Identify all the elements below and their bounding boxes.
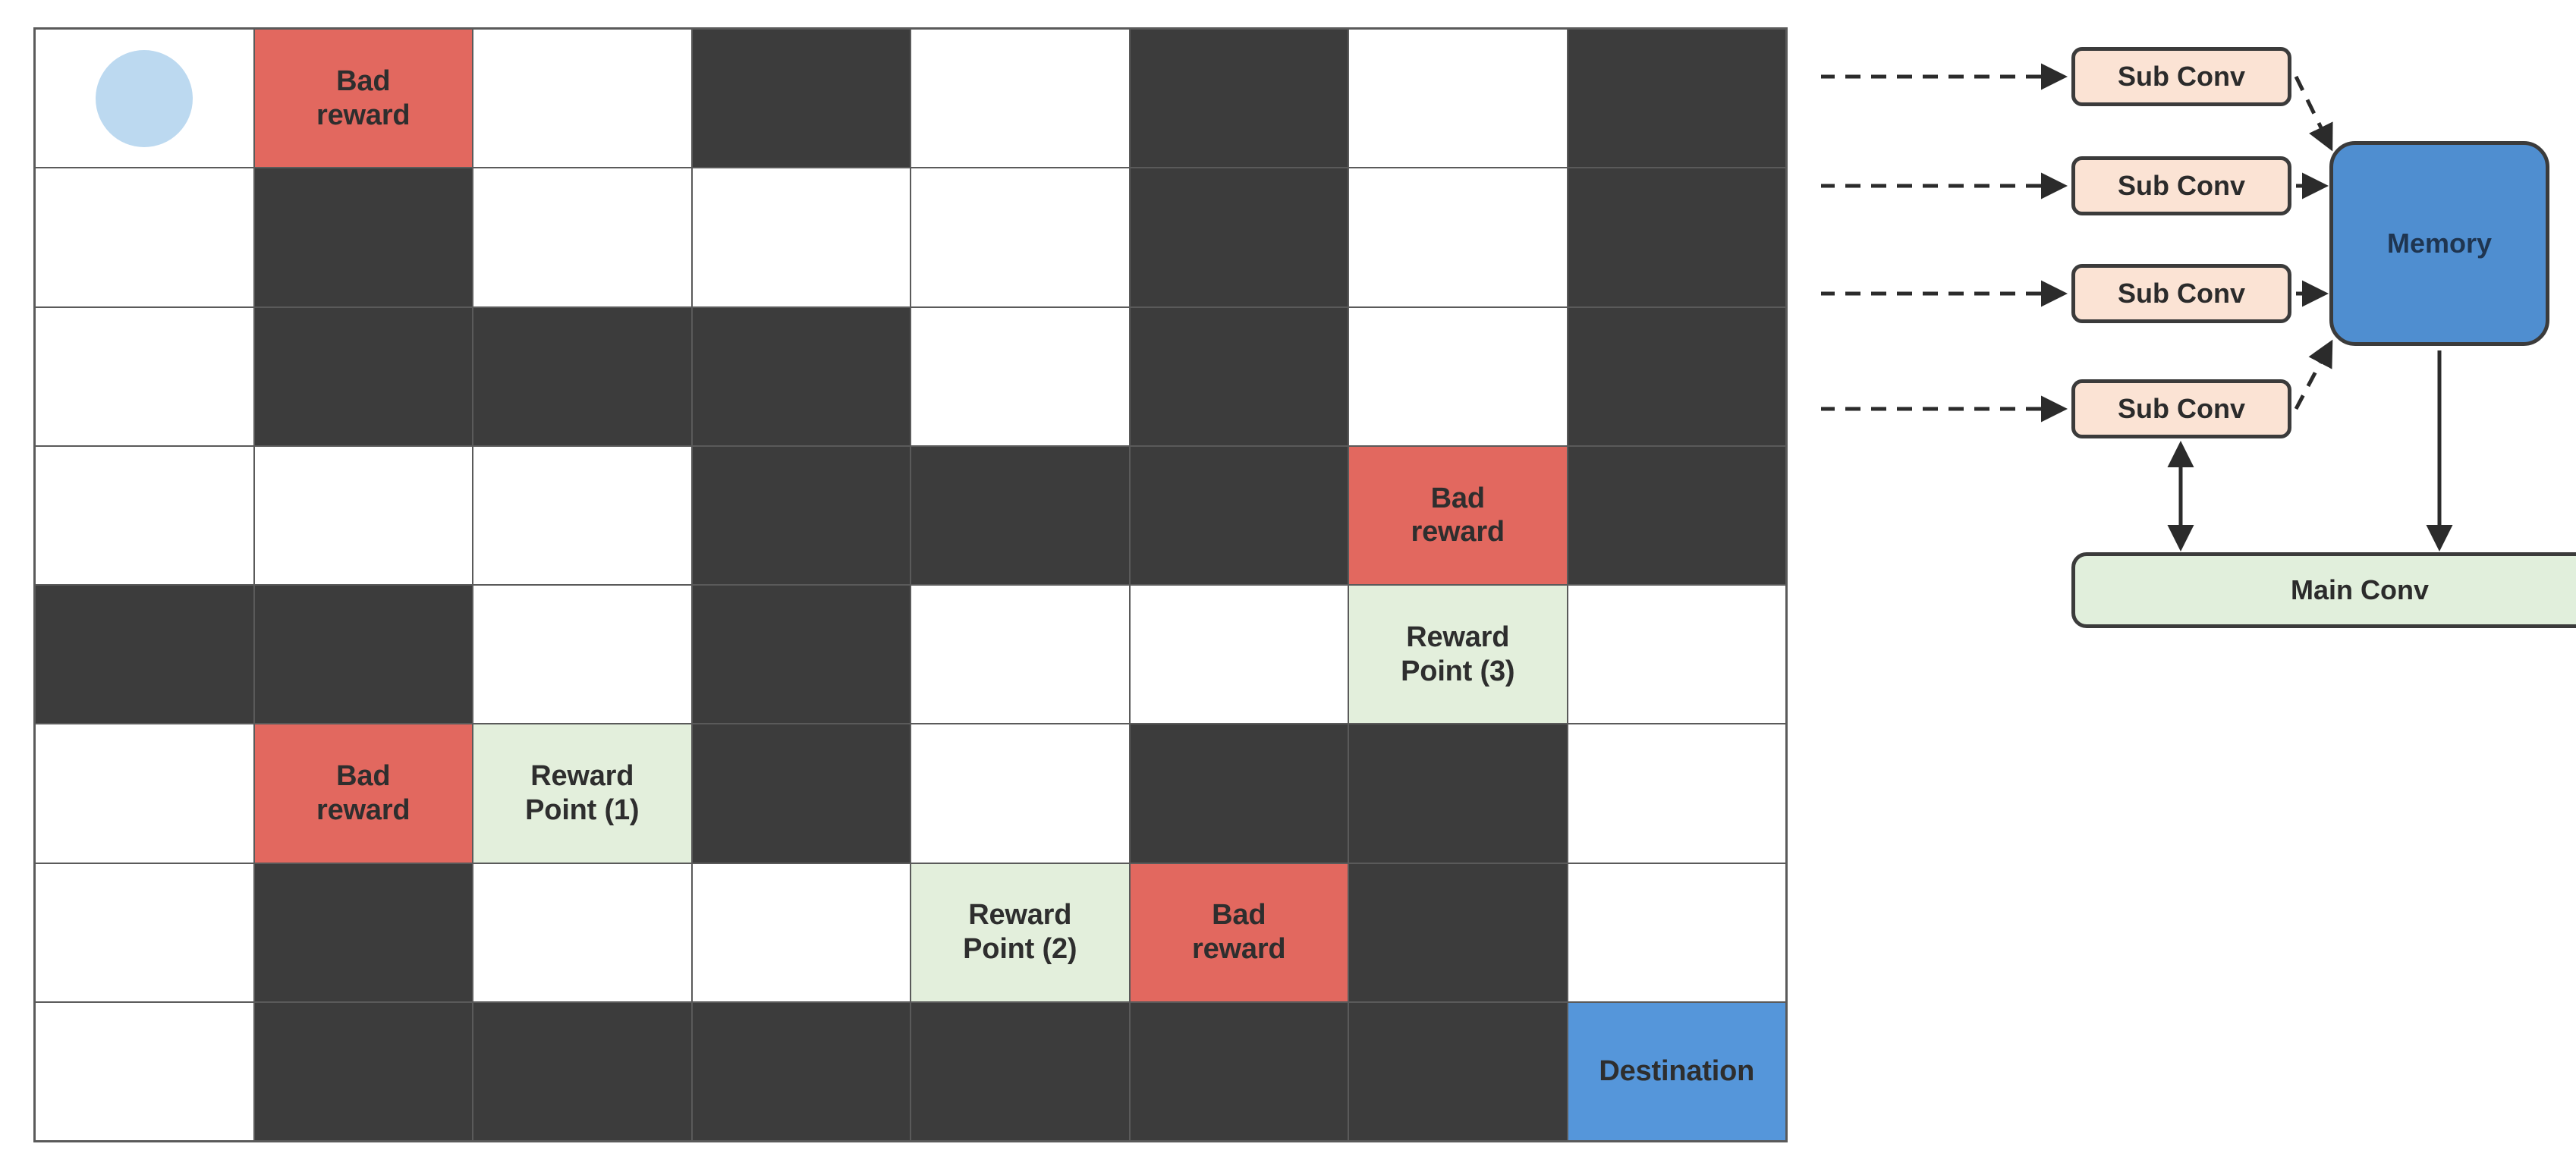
edge-subconv1-memory (2294, 75, 2333, 152)
grid-cell (692, 307, 910, 445)
node-memory-label: Memory (2386, 228, 2493, 259)
node-main-conv-label: Main Conv (2290, 574, 2429, 605)
grid-cell: Reward Point (3) (1349, 586, 1567, 724)
grid-cell (36, 1002, 253, 1140)
agent-marker-icon (96, 49, 193, 147)
edge-grid-to-subconv-group (1821, 63, 2068, 423)
node-sub-conv-3-label: Sub Conv (2118, 278, 2245, 309)
grid-cell (473, 168, 691, 306)
edge-subconv4-memory (2294, 339, 2333, 410)
grid-cell (36, 863, 253, 1001)
grid-cell (36, 724, 253, 863)
grid-cell: Reward Point (1) (473, 724, 691, 863)
grid-cell-label: Destination (1599, 1054, 1755, 1087)
grid-cell (1130, 30, 1348, 168)
grid-cell (473, 586, 691, 724)
grid-cell (1568, 863, 1785, 1001)
grid-cell (1349, 724, 1567, 863)
grid-cell (1130, 1002, 1348, 1140)
grid-cell: Destination (1568, 1002, 1785, 1140)
grid-cell (473, 863, 691, 1001)
grid-cell (473, 1002, 691, 1140)
diagram-connections (1821, 63, 2453, 552)
grid-cell (692, 863, 910, 1001)
grid-cell (254, 446, 472, 584)
grid-cell (911, 30, 1129, 168)
grid-cell (36, 168, 253, 306)
node-main-conv[interactable]: Main Conv (2071, 552, 2576, 628)
grid-cell-label: Bad reward (316, 64, 410, 131)
grid-cell (692, 30, 910, 168)
grid-cell (911, 168, 1129, 306)
grid-cell-label: Reward Point (2) (963, 899, 1077, 966)
grid-cell (1130, 586, 1348, 724)
grid-cell (911, 724, 1129, 863)
grid-cell (1568, 446, 1785, 584)
grid-cell: Bad reward (254, 724, 472, 863)
grid-cell: Bad reward (1349, 446, 1567, 584)
grid-cell-label: Reward Point (3) (1401, 621, 1515, 687)
edge-subconv-to-memory-group (2294, 75, 2333, 410)
node-sub-conv-2[interactable]: Sub Conv (2071, 156, 2291, 215)
grid-cell (1130, 724, 1348, 863)
grid-cell (692, 724, 910, 863)
grid-cell (1568, 586, 1785, 724)
grid-cell-label: Reward Point (1) (525, 760, 640, 826)
grid-cell (473, 307, 691, 445)
grid-cell (1568, 724, 1785, 863)
grid-cell (692, 446, 910, 584)
grid-cell (692, 1002, 910, 1140)
grid-cell-label: Bad reward (1411, 482, 1505, 548)
node-sub-conv-3[interactable]: Sub Conv (2071, 264, 2291, 323)
grid-cell (911, 586, 1129, 724)
grid-cell (36, 307, 253, 445)
grid-cell (1568, 168, 1785, 306)
grid-cell (911, 1002, 1129, 1140)
grid-cell (1349, 1002, 1567, 1140)
grid-cell (1130, 168, 1348, 306)
grid-cell (254, 586, 472, 724)
grid-cell (254, 1002, 472, 1140)
grid-cell: Reward Point (2) (911, 863, 1129, 1001)
grid-cell (1130, 307, 1348, 445)
grid-cell (36, 586, 253, 724)
grid-cell (1349, 30, 1567, 168)
grid-cell (911, 446, 1129, 584)
node-sub-conv-1-label: Sub Conv (2118, 61, 2245, 92)
grid-cell (36, 446, 253, 584)
grid-cell (1349, 863, 1567, 1001)
grid-cell (1349, 168, 1567, 306)
node-sub-conv-4[interactable]: Sub Conv (2071, 379, 2291, 438)
node-memory[interactable]: Memory (2329, 141, 2549, 346)
grid-cell (254, 307, 472, 445)
grid-cell (254, 168, 472, 306)
grid-cell: Bad reward (254, 30, 472, 168)
grid-cell (692, 586, 910, 724)
grid-cell (473, 446, 691, 584)
grid-cell (911, 307, 1129, 445)
grid-cell-label: Bad reward (316, 760, 410, 826)
grid-cell (1130, 446, 1348, 584)
grid-cell (36, 30, 253, 168)
architecture-diagram: Sub Conv Sub Conv Sub Conv Sub Conv Memo… (1821, 0, 2576, 683)
grid-cell-label: Bad reward (1192, 899, 1286, 966)
grid-cell (692, 168, 910, 306)
grid-cell (254, 863, 472, 1001)
grid-cell (1349, 307, 1567, 445)
grid-cell (473, 30, 691, 168)
node-sub-conv-4-label: Sub Conv (2118, 393, 2245, 424)
grid-cell (1568, 307, 1785, 445)
node-sub-conv-2-label: Sub Conv (2118, 170, 2245, 201)
grid-cell (1568, 30, 1785, 168)
node-sub-conv-1[interactable]: Sub Conv (2071, 47, 2291, 106)
grid-cell: Bad reward (1130, 863, 1348, 1001)
